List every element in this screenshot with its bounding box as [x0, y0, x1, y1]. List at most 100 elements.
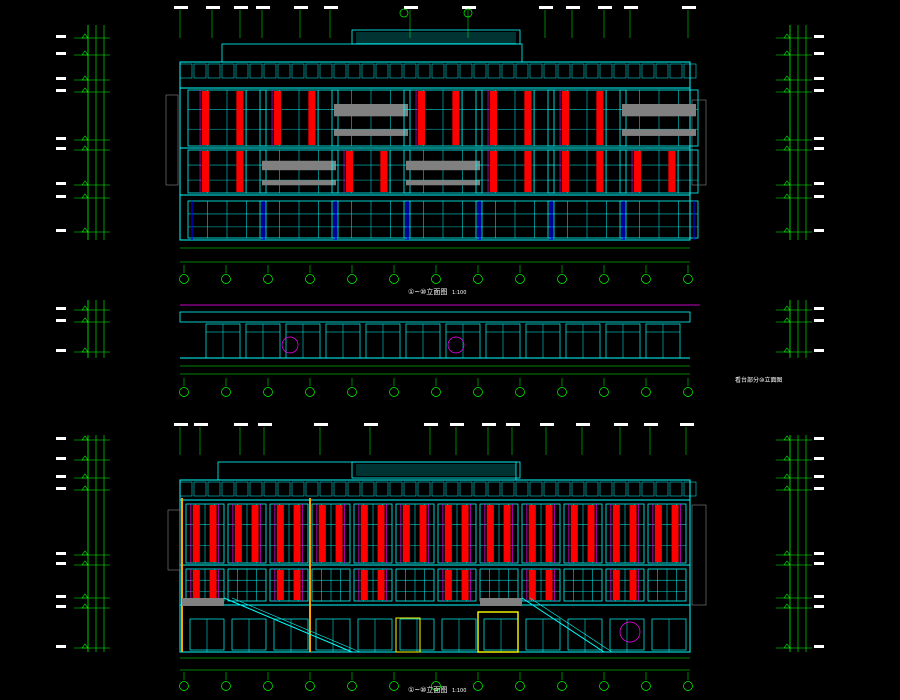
red-panel: [276, 570, 284, 600]
attic-panel: [529, 63, 543, 79]
level-label-block: [56, 35, 66, 38]
axis-bubble-icon: [399, 8, 409, 18]
roof-structure: [351, 461, 521, 479]
level-label-block: [56, 77, 66, 80]
attic-panel: [291, 63, 305, 79]
level-label-block: [814, 605, 824, 608]
red-panel: [545, 570, 553, 600]
axis-bubble-icon: [389, 681, 399, 691]
side-louver: [167, 509, 181, 571]
arched-door: [281, 336, 299, 354]
level-marker-icon: [783, 50, 791, 56]
attic-panel: [235, 63, 249, 79]
level-marker-icon: [81, 560, 89, 566]
level-marker-icon: [783, 455, 791, 461]
level-label-block: [56, 229, 66, 232]
level-marker-icon: [81, 603, 89, 609]
level-marker-icon: [81, 145, 89, 151]
axis-bubble-icon: [683, 274, 693, 284]
axis-bubble-icon: [305, 387, 315, 397]
red-panel: [587, 505, 595, 562]
axis-bubble-icon: [431, 274, 441, 284]
attic-panel: [417, 63, 431, 79]
level-label-block: [56, 605, 66, 608]
axis-bubble-icon: [515, 681, 525, 691]
attic-panel: [375, 63, 389, 79]
axis-bubble-icon: [557, 681, 567, 691]
level-label-block: [56, 89, 66, 92]
level-marker-icon: [783, 550, 791, 556]
attic-panel: [557, 63, 571, 79]
red-panel: [293, 505, 301, 562]
stair-ramp: [529, 597, 613, 653]
level-marker-icon: [81, 643, 89, 649]
level-label-block: [56, 457, 66, 460]
drawing-geometry: [56, 6, 824, 680]
canopy-fascia: [179, 311, 691, 323]
level-label-block: [56, 147, 66, 150]
red-panel: [444, 570, 452, 600]
axis-bubble-icon: [221, 387, 231, 397]
attic-panel: [319, 481, 333, 497]
attic-panel: [655, 481, 669, 497]
attic-panel: [627, 63, 641, 79]
axis-bubbles: [179, 274, 693, 691]
level-label-block: [56, 552, 66, 555]
callout-label-block: [450, 423, 464, 426]
red-panel: [293, 570, 301, 600]
attic-panel: [305, 63, 319, 79]
red-panel: [654, 505, 662, 562]
attic-panel: [557, 481, 571, 497]
attic-panel: [249, 63, 263, 79]
attic-panel: [599, 481, 613, 497]
attic-panel: [445, 481, 459, 497]
red-panel: [418, 91, 426, 145]
level-marker-icon: [81, 593, 89, 599]
level-label-block: [56, 319, 66, 322]
red-panel: [346, 151, 354, 192]
axis-bubble-icon: [179, 681, 189, 691]
attic-panel: [431, 481, 445, 497]
attic-panel: [543, 481, 557, 497]
gray-spandrel: [334, 104, 408, 117]
level-marker-icon: [783, 305, 791, 311]
level-label-block: [814, 552, 824, 555]
axis-bubble-icon: [557, 274, 567, 284]
attic-panel: [515, 481, 529, 497]
attic-panel: [613, 481, 627, 497]
attic-panel: [375, 481, 389, 497]
stair-ramp: [231, 597, 361, 653]
level-label-block: [814, 77, 824, 80]
attic-panel: [389, 63, 403, 79]
level-label-block: [56, 562, 66, 565]
level-label-block: [814, 52, 824, 55]
level-marker-icon: [81, 135, 89, 141]
level-label-block: [814, 645, 824, 648]
attic-panel: [543, 63, 557, 79]
level-marker-icon: [783, 485, 791, 491]
level-label-block: [56, 437, 66, 440]
attic-panel: [529, 481, 543, 497]
attic-panel: [403, 63, 417, 79]
facade-outline: [179, 61, 691, 241]
attic-panel: [613, 63, 627, 79]
axis-bubble-icon: [305, 681, 315, 691]
level-marker-icon: [783, 560, 791, 566]
attic-panel: [305, 481, 319, 497]
red-panel: [562, 91, 570, 145]
attic-panel: [445, 63, 459, 79]
attic-panel: [473, 63, 487, 79]
axis-bubble-icon: [347, 387, 357, 397]
attic-panel: [221, 481, 235, 497]
axis-bubble-icon: [473, 274, 483, 284]
level-marker-icon: [81, 317, 89, 323]
axis-bubble-icon: [683, 387, 693, 397]
attic-panel: [599, 63, 613, 79]
axis-bubble-icon: [515, 387, 525, 397]
callout-label-block: [234, 423, 248, 426]
attic-panel: [179, 63, 193, 79]
red-panel: [545, 505, 553, 562]
level-marker-icon: [81, 87, 89, 93]
gray-spandrel: [262, 160, 336, 171]
